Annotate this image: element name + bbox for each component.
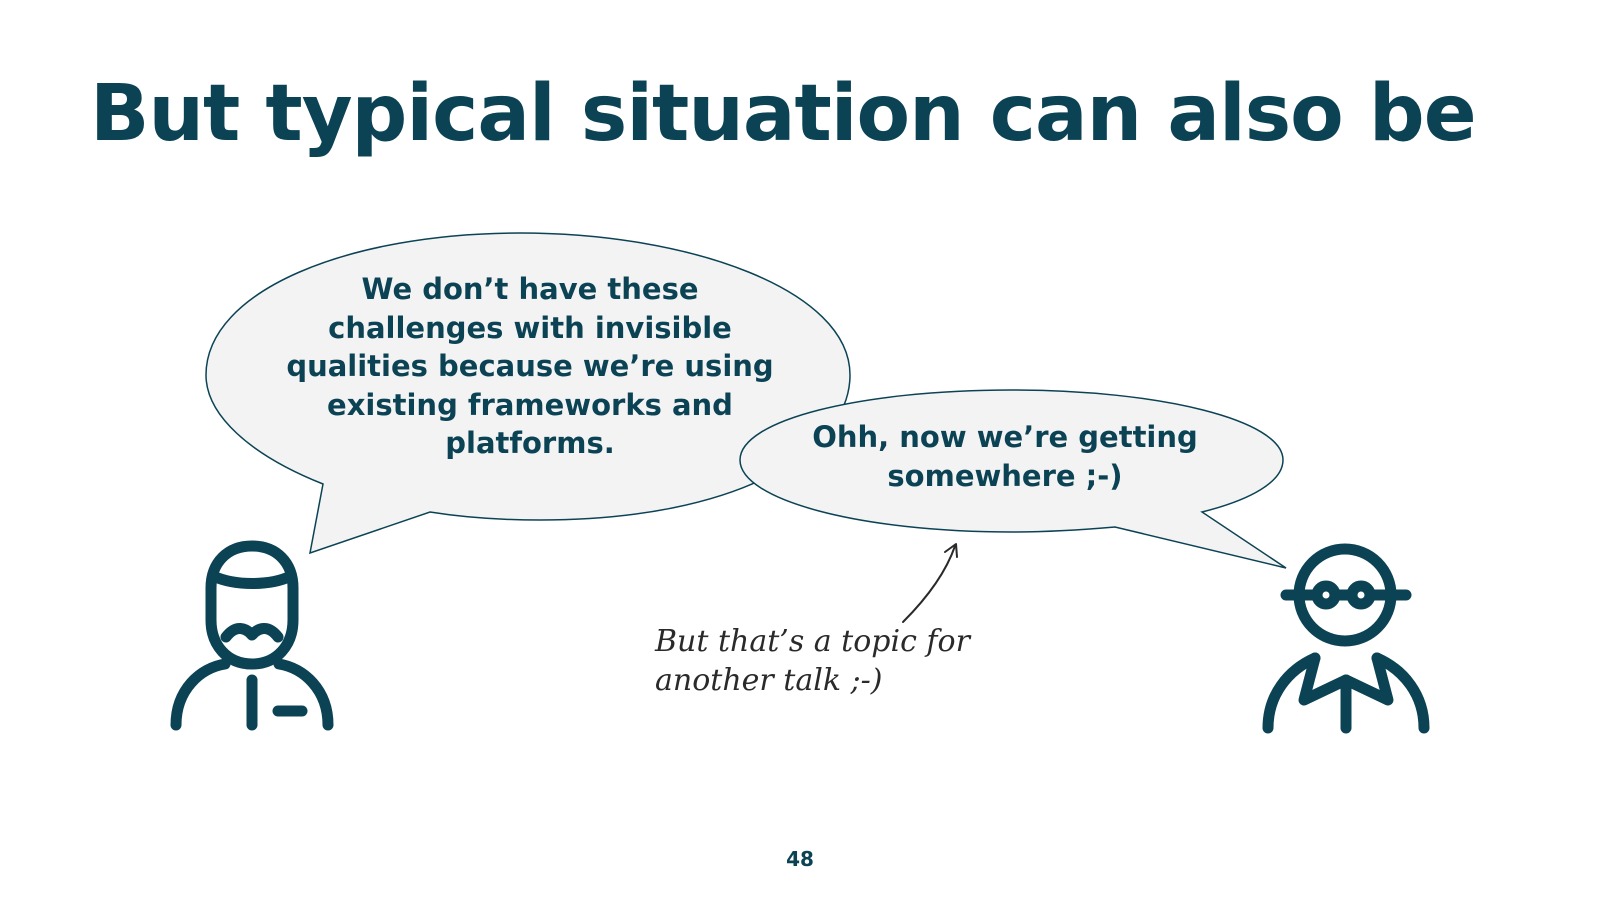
speech-text-left: We don’t have these challenges with invi… — [286, 272, 774, 461]
glasses-person-icon — [1262, 543, 1430, 734]
page-number: 48 — [786, 847, 814, 871]
annotation-text: But that’s a topic for another talk ;-) — [655, 624, 970, 698]
speech-bubble-right — [739, 389, 1287, 569]
speech-text-right: Ohh, now we’re getting somewhere ;-) — [812, 420, 1198, 493]
bearded-person-icon — [170, 540, 334, 731]
arrow-icon — [902, 543, 958, 623]
speech-bubble-left — [205, 232, 851, 555]
slide-title: But typical situation can also be — [90, 69, 1477, 159]
